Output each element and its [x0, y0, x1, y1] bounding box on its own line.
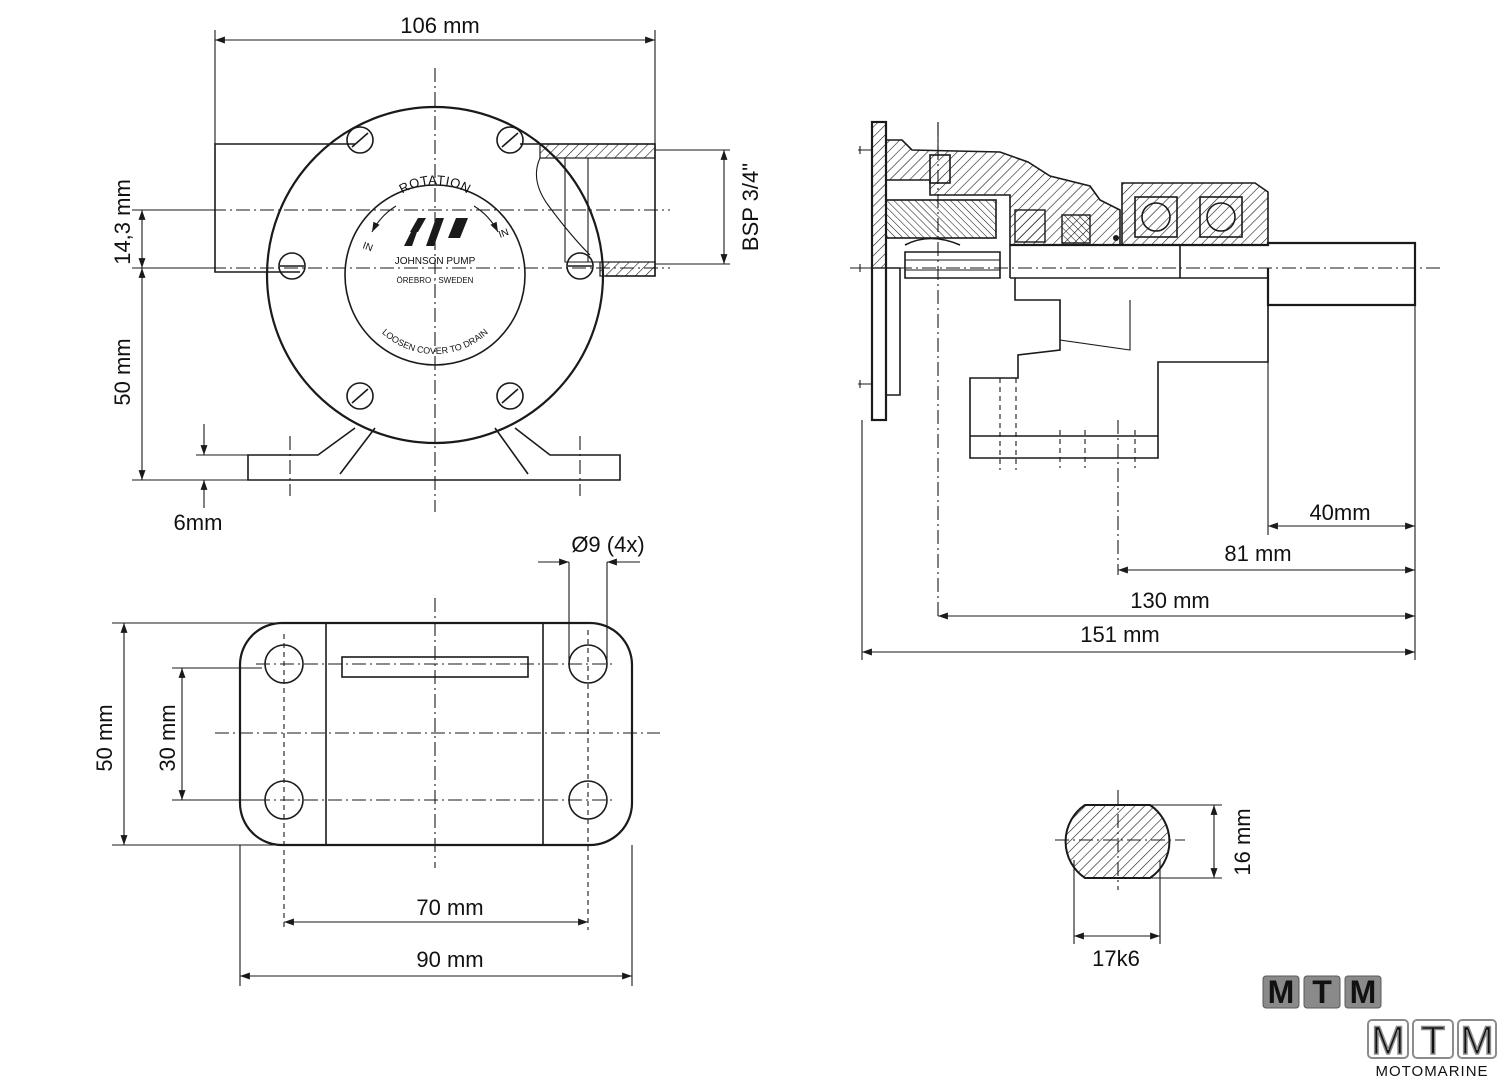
mtm-logo-large: M T M MOTOMARINE [1367, 1018, 1497, 1080]
base-view: Ø9 (4x) 50 mm 30 mm 70 mm 90 mm [92, 532, 660, 986]
bearing-housing [1121, 182, 1269, 246]
dim-17k6-label: 17k6 [1092, 946, 1140, 971]
rotation-arrow-left [371, 205, 397, 233]
cover-plate [344, 184, 526, 366]
svg-text:T: T [1312, 974, 1332, 1010]
dim-hole-label: Ø9 (4x) [571, 532, 644, 557]
dim-base-30-label: 30 mm [155, 704, 180, 771]
company-name: MOTOMARINE [1375, 1063, 1488, 1080]
dim-16-label: 16 mm [1230, 808, 1255, 875]
dim-base-70-label: 70 mm [416, 895, 483, 920]
front-view: ROTATION IN IN JOHNSON PUMP ÖREBRO · SWE… [110, 13, 763, 535]
dim-106-label: 106 mm [400, 13, 479, 38]
dim-14-3-label: 14,3 mm [110, 179, 135, 265]
pump-body-flange [265, 105, 605, 445]
ball-bearings [1134, 196, 1243, 238]
dim-81-label: 81 mm [1224, 541, 1291, 566]
base-slot [341, 656, 529, 678]
base-plate [238, 621, 634, 847]
right-port-bore [540, 157, 600, 263]
svg-text:M: M [1350, 974, 1377, 1010]
svg-text:M: M [1268, 974, 1295, 1010]
feet-base [247, 427, 621, 481]
city-label: ÖREBRO · SWEDEN [397, 276, 474, 285]
seal [1014, 209, 1046, 243]
dim-40-label: 40mm [1309, 500, 1370, 525]
in-right-label: IN [497, 227, 510, 241]
rotation-arrow-right [473, 205, 499, 233]
shaft-section: 16 mm 17k6 [1055, 790, 1255, 971]
svg-text:M: M [1460, 1019, 1493, 1063]
in-left-label: IN [361, 240, 374, 254]
dim-50-front-label: 50 mm [110, 338, 135, 405]
brand-label: JOHNSON PUMP [395, 256, 476, 267]
johnson-logo-icon [404, 218, 468, 246]
dim-base-50-label: 50 mm [92, 704, 117, 771]
svg-text:T: T [1421, 1019, 1445, 1063]
dim-base-90-label: 90 mm [416, 947, 483, 972]
port-fillet [535, 157, 591, 256]
cover-screws [278, 126, 594, 410]
feet-legs [339, 427, 529, 475]
cover-inscription: ROTATION IN IN JOHNSON PUMP ÖREBRO · SWE… [361, 172, 510, 356]
dim-130-label: 130 mm [1130, 588, 1209, 613]
impeller-hub [904, 251, 1001, 279]
left-port [214, 143, 355, 273]
right-port-thread-top [539, 143, 656, 159]
dim-bsp-label: BSP 3/4" [738, 163, 763, 251]
shaft [1010, 241, 1417, 307]
mounting-holes [264, 644, 608, 820]
side-section-view: 40mm 81 mm 130 mm 151 mm [850, 120, 1440, 660]
svg-text:M: M [1371, 1019, 1404, 1063]
lower-housing [969, 278, 1269, 459]
flange-screws [858, 146, 872, 388]
right-port-thread-bottom [599, 261, 656, 277]
mtm-logo-small: M T M [1262, 974, 1382, 1010]
dim-6-label: 6mm [174, 510, 223, 535]
dim-151-label: 151 mm [1080, 622, 1159, 647]
impeller-section [885, 199, 997, 239]
base-ticks [999, 378, 1136, 470]
